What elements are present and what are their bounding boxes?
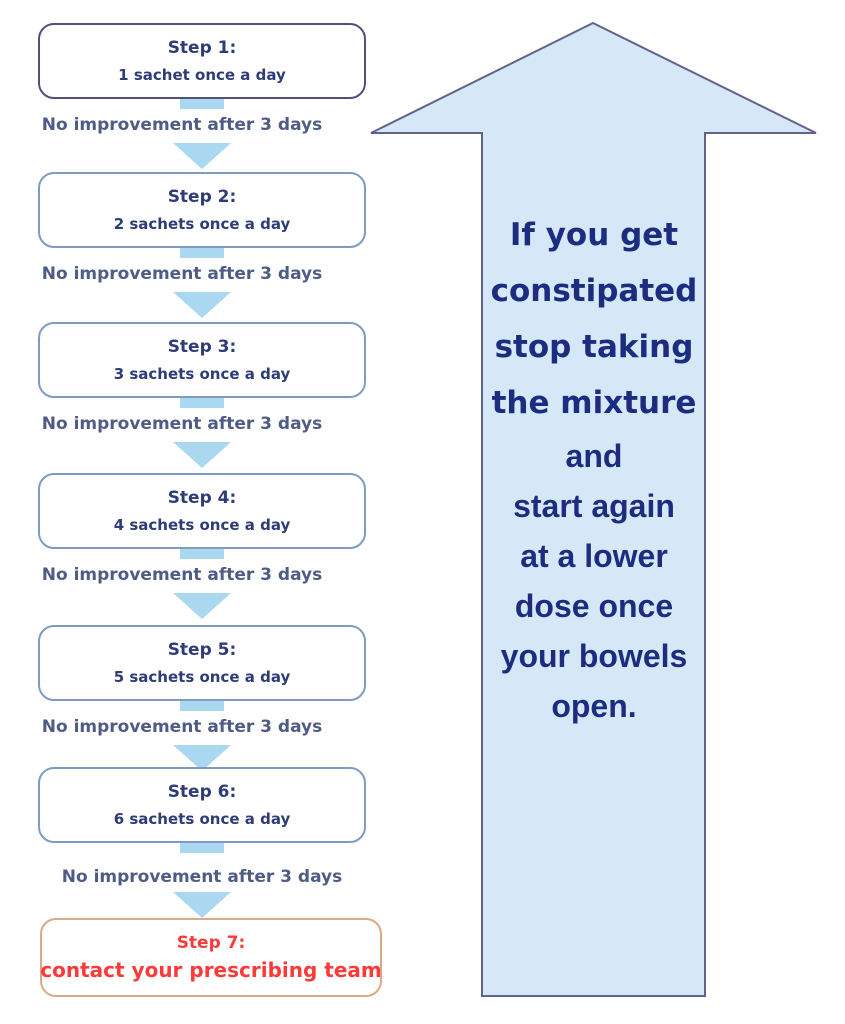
step-title: Step 5:	[167, 640, 237, 661]
no-improvement-label: No improvement after 3 days	[41, 264, 323, 284]
warning-line: start again	[513, 488, 675, 524]
steps-column: Step 1: 1 sachet once a day No improveme…	[38, 23, 382, 1008]
step-3-box: Step 3: 3 sachets once a day	[38, 322, 366, 398]
warning-line: constipated	[490, 273, 698, 309]
no-improvement-label: No improvement after 3 days	[41, 717, 323, 737]
no-improvement-label: No improvement after 3 days	[41, 115, 323, 135]
step-5-box: Step 5: 5 sachets once a day	[38, 625, 366, 701]
warning-line: and	[565, 438, 623, 474]
step-1-box: Step 1: 1 sachet once a day	[38, 23, 366, 99]
step-dose: contact your prescribing team	[40, 958, 382, 982]
step-title: Step 4:	[167, 488, 237, 509]
no-improvement-label: No improvement after 3 days	[41, 565, 323, 585]
down-arrow-icon	[173, 593, 231, 619]
step-title: Step 7:	[176, 933, 246, 953]
down-arrow-icon	[173, 143, 231, 169]
step-title: Step 6:	[167, 782, 237, 803]
up-arrow-shape	[370, 22, 817, 997]
step-4-box: Step 4: 4 sachets once a day	[38, 473, 366, 549]
warning-line: at a lower	[520, 538, 668, 574]
down-arrow-icon	[173, 442, 231, 468]
step-7-box: Step 7: contact your prescribing team	[40, 918, 382, 997]
step-title: Step 3:	[167, 337, 237, 358]
warning-line: the mixture	[491, 385, 697, 421]
step-title: Step 2:	[167, 187, 237, 208]
step-dose: 4 sachets once a day	[113, 515, 291, 534]
constipation-warning-up-arrow: If you get constipated stop taking the m…	[370, 22, 818, 998]
warning-line: If you get	[509, 217, 679, 253]
step-2-box: Step 2: 2 sachets once a day	[38, 172, 366, 248]
warning-text: If you get constipated stop taking the m…	[482, 207, 706, 731]
no-improvement-label: No improvement after 3 days	[41, 414, 323, 434]
step-dose: 5 sachets once a day	[113, 667, 291, 686]
warning-line: your bowels	[500, 638, 688, 674]
warning-line: dose once	[514, 588, 674, 624]
warning-line: stop taking	[494, 329, 694, 365]
step-dose: 3 sachets once a day	[113, 364, 291, 383]
step-dose: 2 sachets once a day	[113, 214, 291, 233]
no-improvement-label: No improvement after 3 days	[61, 867, 343, 887]
down-arrow-icon	[173, 292, 231, 318]
down-arrow-icon	[173, 892, 231, 918]
step-dose: 6 sachets once a day	[113, 809, 291, 828]
step-6-box: Step 6: 6 sachets once a day	[38, 767, 366, 843]
step-title: Step 1:	[167, 38, 237, 59]
step-dose: 1 sachet once a day	[118, 65, 286, 84]
down-arrow-icon	[173, 745, 231, 771]
warning-line: open.	[551, 688, 637, 724]
